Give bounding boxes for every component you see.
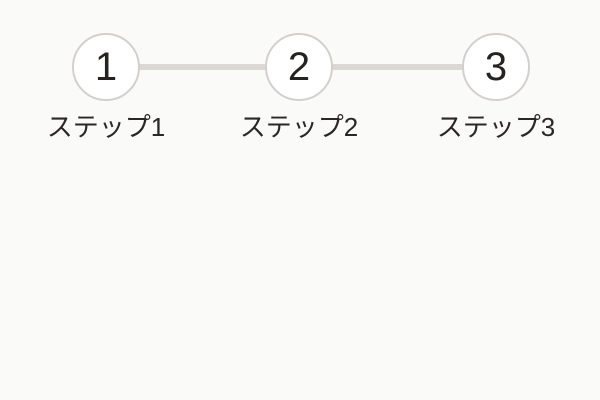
- step-circle-2[interactable]: 2: [265, 33, 333, 101]
- step-connector-2-3: [331, 64, 464, 70]
- step-label-3: ステップ3: [436, 112, 556, 142]
- stepper: 1 2 3 ステップ1 ステップ2 ステップ3: [0, 0, 600, 160]
- step-circle-1[interactable]: 1: [72, 33, 140, 101]
- step-label-1: ステップ1: [46, 112, 166, 142]
- step-label-2: ステップ2: [239, 112, 359, 142]
- step-connector-1-2: [138, 64, 267, 70]
- step-circle-3[interactable]: 3: [462, 33, 530, 101]
